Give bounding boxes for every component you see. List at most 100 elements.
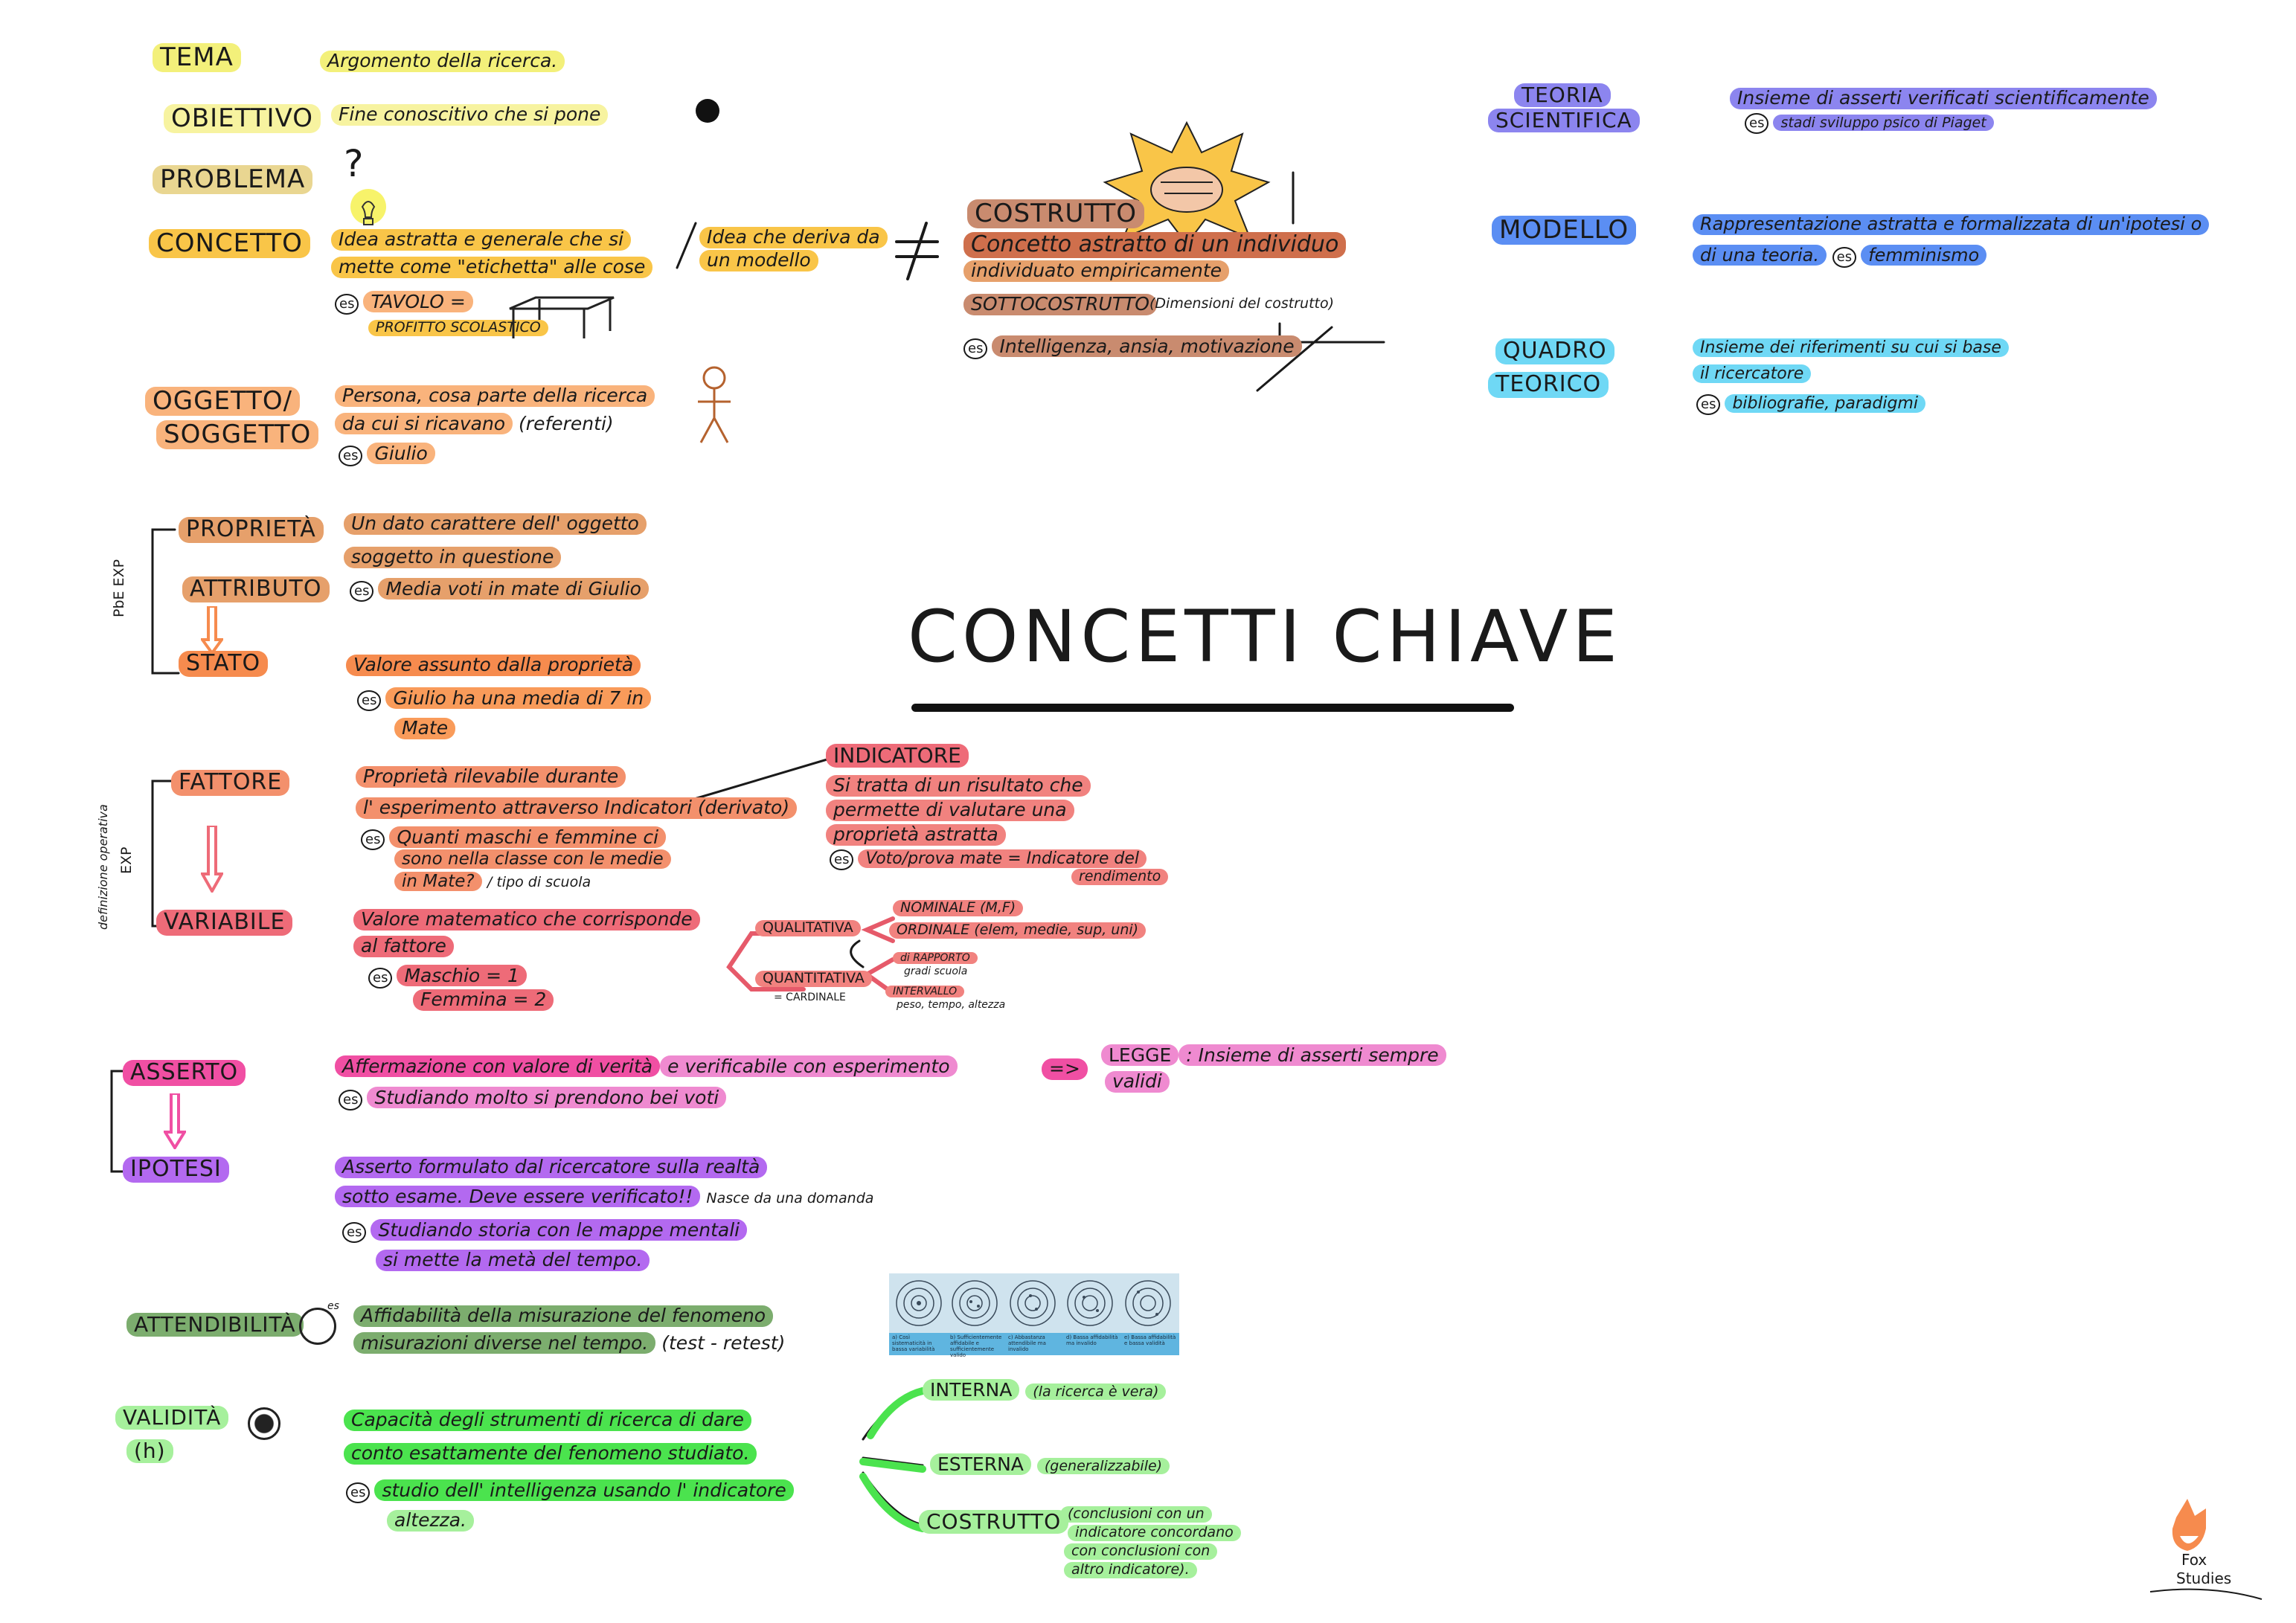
concetto-example-2: PROFITTO SCOLASTICO: [368, 319, 548, 336]
teoria-label-2: SCIENTIFICA: [1488, 108, 1640, 133]
concetto-label: CONCETTO: [149, 228, 310, 259]
es-badge: es: [1745, 113, 1769, 134]
fattore-text-2: l' esperimento attraverso Indicatori (de…: [356, 797, 798, 819]
legge-label: LEGGE: [1101, 1044, 1179, 1066]
stato-text: Valore assunto dalla proprietà: [346, 654, 641, 676]
concetto-example: TAVOLO =: [363, 291, 473, 312]
validita-interna: INTERNA: [923, 1379, 1020, 1401]
arrow-down-icon: [162, 1092, 187, 1151]
variabile-text-1: Valore matematico che corrisponde: [353, 908, 700, 931]
validita-costrutto-text-1: (conclusioni con un: [1060, 1505, 1212, 1523]
es-badge: es: [357, 690, 382, 711]
concetto-text-2: mette come "etichetta" alle cose: [331, 256, 653, 278]
atom-diagram-icon: a) Così sistematicità in bassa variabili…: [889, 1273, 1179, 1358]
fattore-example-3b: / tipo di scuola: [487, 874, 591, 890]
variabile-example-1: Maschio = 1: [397, 965, 527, 986]
es-badge: es: [346, 1482, 371, 1503]
atom-caption-d: d) Bassa affidabilità ma invalido: [1066, 1334, 1118, 1346]
asserto-arrow: =>: [1042, 1058, 1088, 1080]
ipotesi-label: IPOTESI: [123, 1156, 229, 1183]
modello-text-1: Rappresentazione astratta e formalizzata…: [1693, 213, 2210, 235]
asserto-text-b: e verificabile con esperimento: [660, 1055, 958, 1077]
es-badge: es: [368, 968, 393, 989]
attendibilita-circle: [299, 1308, 336, 1345]
indicatore-label: INDICATORE: [826, 743, 969, 768]
fist-burst-icon: [1101, 119, 1272, 245]
attendibilita-text-2b: (test - retest): [661, 1332, 786, 1354]
attendibilita-sup: es: [327, 1300, 339, 1312]
atom-caption-b: b) Sufficientemente affidabile e suffici…: [950, 1334, 1002, 1358]
tema-text: Argomento della ricerca.: [320, 50, 565, 72]
es-badge: es: [830, 849, 854, 870]
table-doodle-icon: [506, 290, 618, 342]
atom-caption-e: e) Bassa affidabilità e bassa validità: [1124, 1334, 1176, 1346]
definizione-operativa-label: definizione operativa: [96, 804, 110, 930]
tree-quantitativa-sub: = CARDINALE: [774, 992, 846, 1003]
variabile-label: VARIABILE: [156, 909, 293, 936]
es-badge: es: [1832, 247, 1857, 268]
fattore-example-3: in Mate?: [394, 872, 482, 891]
ipotesi-text-2: sotto esame. Deve essere verificato!!: [335, 1186, 701, 1207]
fattore-label: FATTORE: [171, 769, 290, 796]
quadro-example: bibliografie, paradigmi: [1725, 394, 1925, 413]
indicatore-example-2: rendimento: [1071, 868, 1169, 885]
legge-row: LEGGE: Insieme di asserti sempre: [1101, 1044, 1446, 1067]
modello-text-2: di una teoria.: [1693, 245, 1827, 266]
quadro-label: QUADRO: [1495, 338, 1614, 364]
arrow-down-icon: [199, 824, 225, 895]
tree-ordinale: ORDINALE (elem, medie, sup, uni): [889, 922, 1147, 939]
modello-example: femminismo: [1861, 245, 1987, 266]
proprieta-example: Media voti in mate di Giulio: [378, 578, 649, 600]
validita-interna-row: INTERNA (la ricerca è vera): [923, 1379, 1167, 1401]
costrutto-label: COSTRUTTO: [967, 199, 1145, 229]
oggetto-text-2: da cui si ricavano: [335, 413, 513, 434]
teoria-label: TEORIA: [1514, 83, 1611, 108]
quadro-text-2: il ricercatore: [1693, 364, 1812, 384]
stato-example-2: Mate: [394, 717, 456, 739]
concetto-text-1: Idea astratta e generale che si: [331, 228, 632, 251]
logo-line-2: Studies: [2176, 1569, 2232, 1587]
tree-intervallo-sub: peso, tempo, altezza: [897, 999, 1006, 1011]
ipotesi-text-2-row: sotto esame. Deve essere verificato!! Na…: [335, 1186, 873, 1208]
costrutto-text-1: Concetto astratto di un individuo: [963, 231, 1347, 258]
quadro-text-1: Insieme dei riferimenti su cui si base: [1693, 338, 2009, 358]
validita-costrutto: COSTRUTTO: [919, 1509, 1069, 1534]
validita-example-2: altezza.: [387, 1509, 474, 1532]
validita-interna-text: (la ricerca è vera): [1025, 1383, 1167, 1400]
problema-label: PROBLEMA: [153, 164, 313, 195]
obiettivo-text: Fine conoscitivo che si pone: [331, 103, 609, 126]
indicatore-example-1: Voto/prova mate = Indicatore del: [858, 849, 1147, 868]
validita-costrutto-text-2: indicatore concordano: [1068, 1524, 1241, 1541]
es-badge: es: [963, 338, 988, 359]
es-badge: es: [350, 581, 374, 602]
arrow-down-icon: [199, 605, 225, 656]
fattore-example-3-row: in Mate? / tipo di scuola: [394, 872, 591, 891]
question-mark-icon: ?: [344, 142, 364, 185]
validita-label: VALIDITÀ: [115, 1405, 229, 1430]
costrutto-text-2: individuato empiricamente: [963, 260, 1230, 282]
tree-rapporto-sub: gradi scuola: [904, 965, 968, 977]
sottocostrutto-text: (Dimensioni del costrutto): [1149, 295, 1335, 312]
validita-esterna: ESTERNA: [930, 1453, 1031, 1475]
indicatore-text-2: permette di valutare una: [826, 799, 1074, 821]
atom-caption-a: a) Così sistematicità in bassa variabili…: [892, 1334, 935, 1352]
teoria-text: Insieme di asserti verificati scientific…: [1730, 87, 2157, 109]
ipotesi-example-1: Studiando storia con le mappe mentali: [371, 1219, 748, 1241]
fattore-exp-label: EXP: [118, 846, 135, 874]
tree-nominale: NOMINALE (M,F): [893, 899, 1024, 916]
title-underline: [911, 704, 1514, 712]
concetto-side-2: un modello: [699, 249, 818, 271]
proprieta-text-1: Un dato carattere dell' oggetto: [344, 512, 647, 535]
stick-figure-icon: [692, 364, 737, 446]
